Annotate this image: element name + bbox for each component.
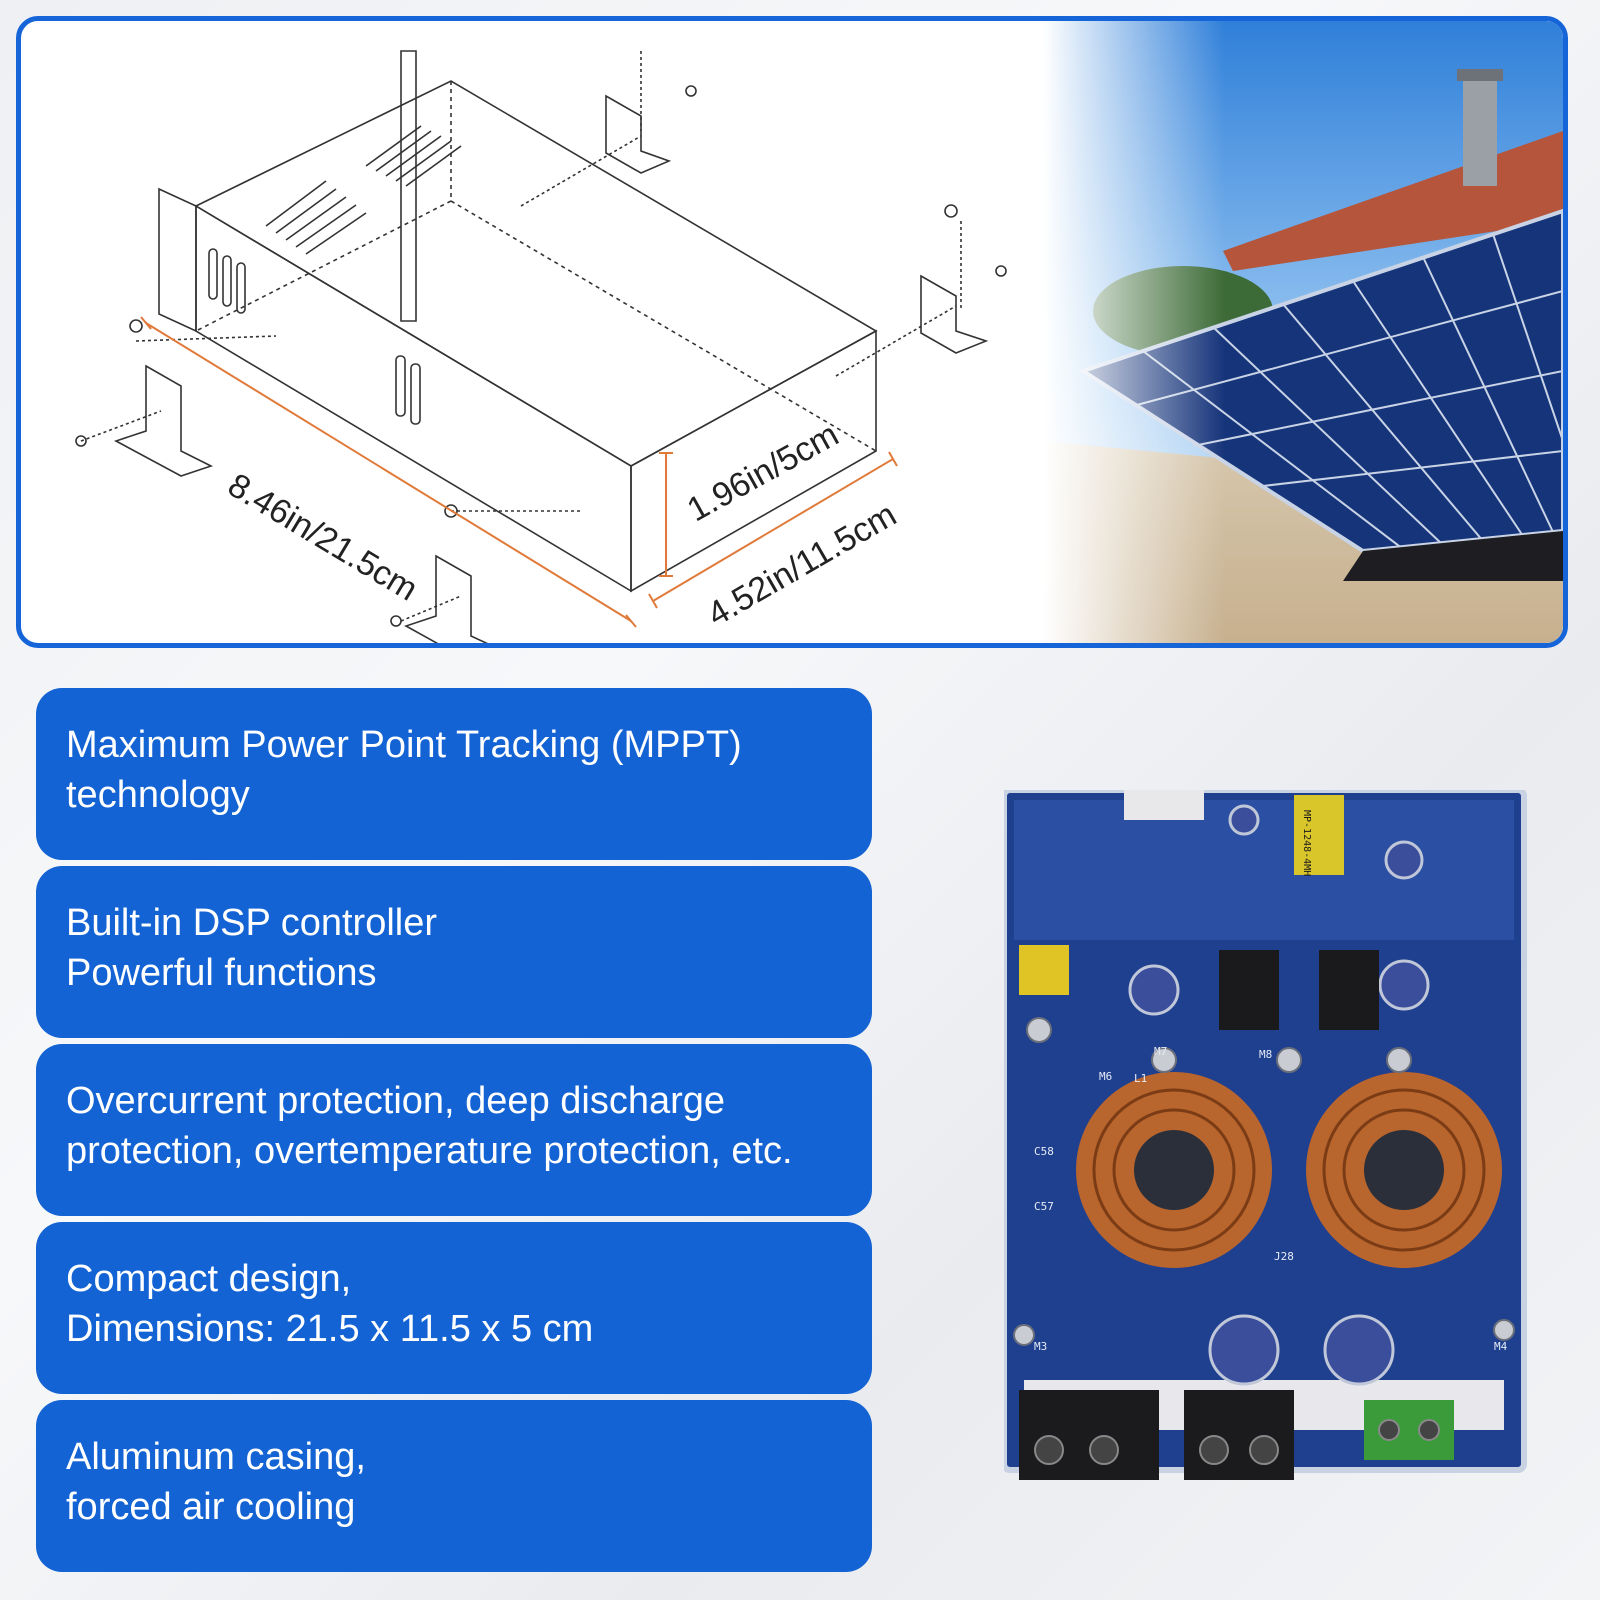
pcb-label: M4 bbox=[1494, 1340, 1508, 1353]
pcb-label: M8 bbox=[1259, 1048, 1272, 1061]
housing-diagram bbox=[75, 50, 1007, 643]
pcb-inductor-label: MP-1248-4MH bbox=[1301, 810, 1312, 876]
feature-compact-design: Compact design, Dimensions: 21.5 x 11.5 … bbox=[36, 1222, 872, 1394]
feature-text: Aluminum casing, bbox=[66, 1436, 366, 1478]
pcb-label: M7 bbox=[1154, 1045, 1167, 1058]
pcb-label: C58 bbox=[1034, 1145, 1054, 1158]
pcb-label: M6 bbox=[1099, 1070, 1112, 1083]
rooftop-solar-photo bbox=[1043, 21, 1563, 643]
pcb-label: M3 bbox=[1034, 1340, 1047, 1353]
pcb-label: C57 bbox=[1034, 1200, 1054, 1213]
feature-text: Overcurrent protection, deep discharge bbox=[66, 1080, 726, 1122]
pcb-label: L1 bbox=[1134, 1072, 1147, 1085]
feature-text: technology bbox=[66, 774, 250, 816]
feature-text: Compact design, bbox=[66, 1258, 352, 1300]
feature-text: Dimensions: 21.5 x 11.5 x 5 cm bbox=[66, 1308, 594, 1350]
feature-dsp-controller: Built-in DSP controller Powerful functio… bbox=[36, 866, 872, 1038]
feature-text: Maximum Power Point Tracking (MPPT) bbox=[66, 724, 742, 766]
feature-text: forced air cooling bbox=[66, 1486, 356, 1528]
dimension-panel: 8.46in/21.5cm 1.96in/5cm 4.52in/11.5cm bbox=[16, 16, 1568, 648]
controller-circuit-board: MP-1248-4MH bbox=[1004, 790, 1527, 1480]
feature-text: Powerful functions bbox=[66, 952, 377, 994]
pcb-label: J28 bbox=[1274, 1250, 1294, 1263]
feature-mppt: Maximum Power Point Tracking (MPPT) tech… bbox=[36, 688, 872, 860]
feature-text: protection, overtemperature protection, … bbox=[66, 1130, 793, 1172]
feature-protection: Overcurrent protection, deep discharge p… bbox=[36, 1044, 872, 1216]
feature-text: Built-in DSP controller bbox=[66, 902, 438, 944]
feature-aluminum-casing: Aluminum casing, forced air cooling bbox=[36, 1400, 872, 1572]
